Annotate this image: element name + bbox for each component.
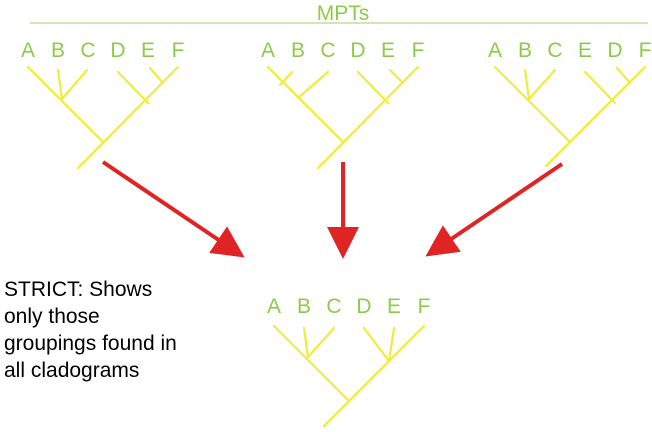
arrow-mpt-3-to-consensus bbox=[425, 162, 564, 257]
tree-mpt-1: A B C D E F bbox=[21, 39, 185, 170]
taxon-label: E bbox=[578, 39, 592, 62]
taxon-label: C bbox=[547, 39, 562, 62]
taxon-label: D bbox=[356, 295, 371, 318]
taxon-label: D bbox=[607, 39, 622, 62]
caption-line: groupings found in bbox=[4, 332, 177, 355]
taxon-label: F bbox=[412, 39, 425, 62]
taxon-label: B bbox=[297, 295, 311, 318]
taxon-label: B bbox=[51, 39, 65, 62]
taxon-label: A bbox=[21, 39, 35, 62]
strict-consensus-caption: STRICT: Shows only those groupings found… bbox=[4, 276, 219, 384]
tree-branches bbox=[266, 65, 420, 170]
taxon-label: F bbox=[639, 39, 652, 62]
tree-branches bbox=[493, 65, 647, 168]
taxon-label: A bbox=[261, 39, 275, 62]
taxon-label: F bbox=[172, 39, 185, 62]
arrow-mpt-1-to-consensus bbox=[101, 160, 245, 258]
taxon-label: F bbox=[418, 295, 431, 318]
mpts-title: MPTs bbox=[317, 2, 370, 25]
taxon-label: B bbox=[291, 39, 305, 62]
tree-branches bbox=[26, 65, 180, 170]
taxon-label: D bbox=[110, 39, 125, 62]
caption-line: STRICT: Shows bbox=[4, 278, 153, 301]
taxon-label: A bbox=[267, 295, 281, 318]
taxon-label: E bbox=[141, 39, 155, 62]
taxon-label: C bbox=[80, 39, 95, 62]
taxon-label: C bbox=[326, 295, 341, 318]
tree-branches bbox=[272, 324, 426, 428]
caption-line: all cladograms bbox=[4, 359, 140, 382]
tree-mpt-2: A B C D E F bbox=[261, 39, 425, 170]
taxon-label: D bbox=[350, 39, 365, 62]
taxon-label: A bbox=[488, 39, 502, 62]
caption-line: only those bbox=[4, 305, 100, 328]
tree-mpt-3: A B C E D F bbox=[488, 39, 652, 168]
tree-strict-consensus: A B C D E F bbox=[267, 295, 431, 428]
taxon-label: B bbox=[518, 39, 532, 62]
taxon-label: E bbox=[387, 295, 401, 318]
taxon-label: E bbox=[381, 39, 395, 62]
taxon-label: C bbox=[320, 39, 335, 62]
